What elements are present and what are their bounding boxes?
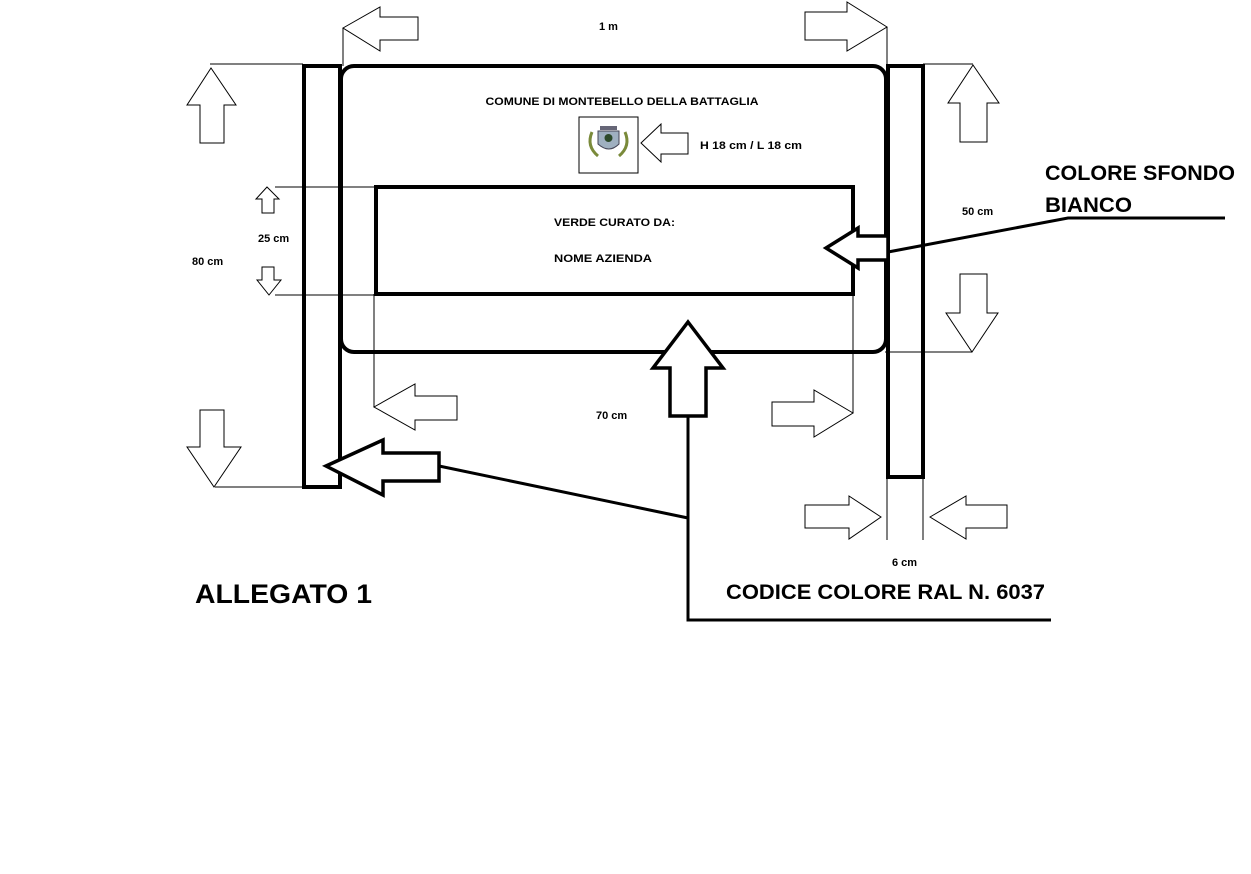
sign-line-1: VERDE CURATO DA:: [554, 217, 675, 229]
logo-size-label: H 18 cm / L 18 cm: [700, 140, 802, 152]
dimension-lines: [210, 27, 973, 540]
inner-panel: [374, 185, 855, 296]
arrow-up-icon: [947, 64, 1000, 143]
background-note-2: BIANCO: [1045, 194, 1132, 217]
attachment-title: ALLEGATO 1: [195, 579, 372, 609]
arrow-right-icon: [804, 1, 888, 52]
arrow-right-icon: [771, 389, 854, 438]
arrow-down-icon: [186, 409, 242, 488]
height-total-label: 80 cm: [192, 256, 223, 268]
sign-header: COMUNE DI MONTEBELLO DELLA BATTAGLIA: [486, 96, 759, 108]
arrow-left-icon: [640, 122, 689, 164]
arrow-up-icon: [186, 67, 237, 144]
left-post: [302, 64, 342, 489]
width-total-label: 1 m: [599, 21, 618, 33]
arrow-left-icon: [929, 495, 1008, 540]
color-leader-line: [438, 464, 689, 520]
arrow-left-icon: [372, 383, 458, 431]
arrow-up-icon: [649, 319, 727, 418]
post-width-label: 6 cm: [892, 557, 917, 569]
arrow-left-icon: [342, 6, 419, 52]
arrow-down-icon: [255, 266, 283, 296]
color-leader-line: [686, 416, 1051, 622]
panel-height-label: 50 cm: [962, 206, 993, 218]
coat-of-arms-logo: [578, 116, 639, 174]
arrow-left-icon: [321, 437, 441, 498]
color-code-note: CODICE COLORE RAL N. 6037: [726, 581, 1045, 604]
inner-height-label: 25 cm: [258, 233, 289, 245]
inner-width-label: 70 cm: [596, 410, 627, 422]
arrow-up-icon: [254, 186, 281, 214]
sign-line-2: NOME AZIENDA: [554, 253, 652, 265]
arrow-right-icon: [804, 495, 882, 540]
arrow-down-icon: [945, 273, 999, 353]
right-post: [886, 64, 925, 479]
background-note-1: COLORE SFONDO: [1045, 162, 1235, 185]
arrow-left-icon: [822, 224, 890, 272]
background-leader-line: [887, 216, 1225, 254]
